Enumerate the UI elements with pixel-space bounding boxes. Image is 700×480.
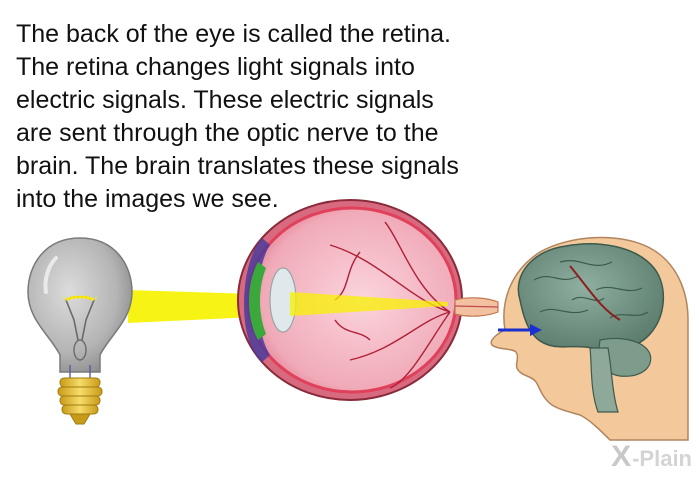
caption-line: The retina changes light signals into <box>16 53 415 81</box>
caption-text: The back of the eye is called the retina… <box>16 18 576 216</box>
caption-line: electric signals. These electric signals <box>16 86 434 114</box>
eye-cross-section-icon <box>237 199 499 401</box>
logo-text: -Plain <box>632 446 692 471</box>
x-plain-logo: X-Plain <box>611 440 692 474</box>
head-brain-icon <box>490 236 689 441</box>
arrow-right-icon <box>498 324 542 336</box>
caption-line: are sent through the optic nerve to the <box>16 119 439 147</box>
caption-line: into the images we see. <box>16 185 279 213</box>
logo-x-mark: X <box>611 440 632 473</box>
light-bulb-icon <box>27 237 133 425</box>
caption-line: brain. The brain translates these signal… <box>16 152 459 180</box>
caption-line: The back of the eye is called the retina… <box>16 20 451 48</box>
